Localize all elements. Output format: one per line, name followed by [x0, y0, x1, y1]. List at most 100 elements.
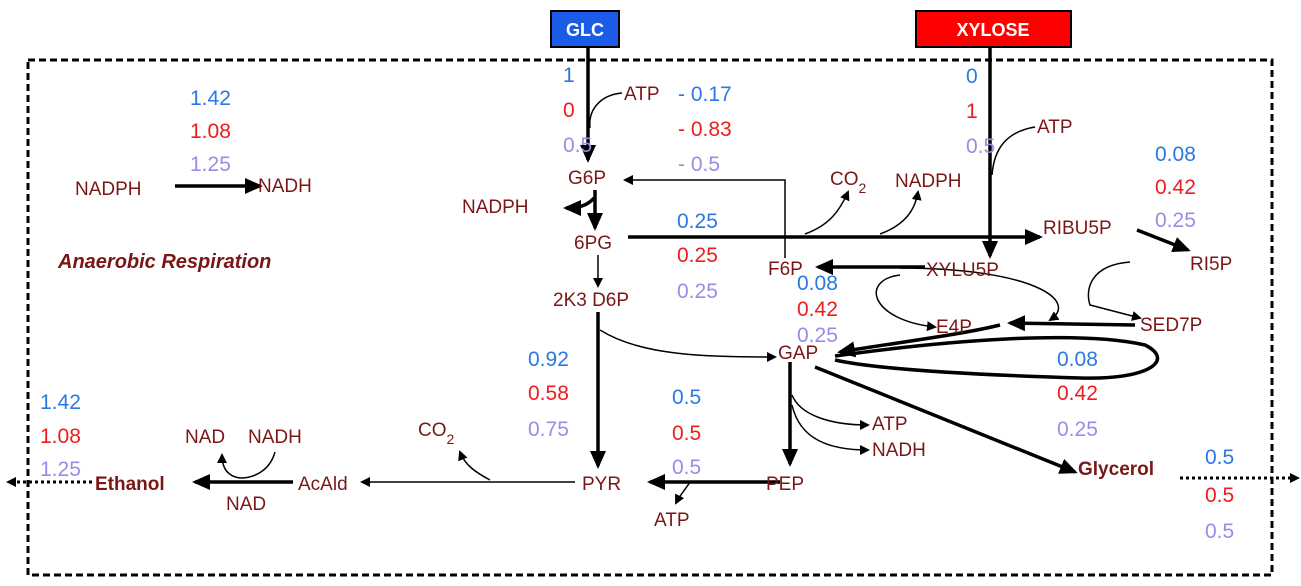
svg-text:1: 1 [563, 64, 575, 87]
6pg-label: 6PG [574, 233, 612, 254]
anaerobic-title: Anaerobic Respiration [57, 251, 271, 273]
kdp-label: 2K3 D6P [553, 290, 629, 311]
sed-gap-loop [834, 335, 1160, 380]
flux-f6p-gap: 0.08 0.42 0.25 [797, 272, 838, 347]
svg-text:0.25: 0.25 [1155, 209, 1196, 232]
co2-left-label: CO2 [418, 420, 455, 447]
co2-top-label: CO2 [830, 169, 867, 196]
nadph-left-label: NADPH [75, 179, 142, 200]
svg-text:0.25: 0.25 [1057, 418, 1098, 441]
g6p-label: G6P [568, 168, 606, 189]
svg-text:1.25: 1.25 [190, 153, 231, 176]
svg-text:0.5: 0.5 [672, 422, 701, 445]
ribu5p-label: RIBU5P [1043, 218, 1112, 239]
co2-top-curve [804, 190, 850, 235]
svg-text:0.5: 0.5 [1205, 484, 1234, 507]
flux-xyl-in: 0 1 0.5 [966, 65, 995, 158]
svg-text:0.08: 0.08 [797, 272, 838, 295]
xylu5p-label: XYLU5P [926, 260, 999, 281]
co2-left-curve [458, 450, 491, 481]
svg-text:0.25: 0.25 [797, 324, 838, 347]
nadh-label-2: NADH [248, 427, 302, 448]
atp-pyr-curve [675, 481, 691, 505]
atp-pyr-label: ATP [654, 510, 690, 531]
svg-text:0.75: 0.75 [528, 418, 569, 441]
svg-text:0.08: 0.08 [1155, 143, 1196, 166]
svg-text:1.42: 1.42 [190, 87, 231, 110]
flux-kdp-pyr: 0.92 0.58 0.75 [528, 348, 569, 441]
svg-text:0.42: 0.42 [1057, 382, 1098, 405]
glc-label: GLC [566, 20, 604, 40]
svg-text:0: 0 [563, 99, 575, 122]
e4p-loop [875, 274, 937, 332]
pep-label: PEP [766, 474, 804, 495]
svg-text:0.58: 0.58 [528, 382, 569, 405]
sed7p-label: SED7P [1140, 315, 1202, 336]
svg-text:0.25: 0.25 [677, 280, 718, 303]
kdp-gap-curve [599, 329, 777, 362]
svg-text:1.08: 1.08 [190, 120, 231, 143]
tk-loop-1 [899, 267, 1060, 322]
svg-text:1.42: 1.42 [40, 391, 81, 414]
svg-text:0.25: 0.25 [677, 244, 718, 267]
nadh-gap-curve [791, 404, 870, 455]
flux-f6p-g6p: - 0.17 - 0.83 - 0.5 [678, 83, 732, 176]
glycerol-label: Glycerol [1078, 459, 1154, 480]
flux-6pg-ribu5p: 0.25 0.25 0.25 [677, 210, 718, 303]
atp-gap-label: ATP [872, 414, 908, 435]
ri5p-label: RI5P [1190, 254, 1232, 275]
svg-text:0.5: 0.5 [1205, 446, 1234, 469]
atp-xyl-curve [991, 126, 1036, 176]
nad-label-1: NAD [185, 427, 225, 448]
svg-text:- 0.83: - 0.83 [678, 118, 732, 141]
svg-text:0.5: 0.5 [672, 386, 701, 409]
flux-glycerol-out: 0.5 0.5 0.5 [1205, 446, 1234, 543]
flux-ri5p: 0.08 0.42 0.25 [1155, 143, 1196, 232]
svg-text:1.08: 1.08 [40, 425, 81, 448]
atp-glc-label: ATP [624, 84, 660, 105]
nad-label-3: NAD [226, 494, 266, 515]
e4p-label: E4P [936, 317, 972, 338]
cell-boundary [26, 58, 1274, 577]
svg-text:- 0.5: - 0.5 [678, 153, 720, 176]
xylose-box [915, 10, 1072, 48]
e4p-gap-arrow [837, 323, 1001, 358]
gap-label: GAP [778, 343, 818, 364]
svg-text:0.08: 0.08 [1057, 348, 1098, 371]
atp-gap-curve [791, 394, 870, 430]
flux-ethanol-out: 1.42 1.08 1.25 [40, 391, 81, 481]
svg-text:0.5: 0.5 [672, 456, 701, 479]
nadh-gap-label: NADH [872, 440, 926, 461]
svg-text:0: 0 [966, 65, 978, 88]
tk-loop-2 [1087, 261, 1142, 321]
glc-box [550, 10, 620, 48]
ethanol-label: Ethanol [95, 474, 165, 495]
nadph-g6p-curve [563, 196, 596, 216]
flux-sed-gap: 0.08 0.42 0.25 [1057, 348, 1098, 441]
svg-text:0.5: 0.5 [563, 134, 592, 157]
xylose-label: XYLOSE [956, 20, 1029, 40]
ribu5p-ri5p-arrow [1136, 228, 1191, 252]
atp-xyl-label: ATP [1037, 117, 1073, 138]
nadph-top-curve [879, 190, 922, 235]
svg-text:0.42: 0.42 [797, 298, 838, 321]
svg-text:1.25: 1.25 [40, 458, 81, 481]
svg-text:0.5: 0.5 [1205, 520, 1234, 543]
flux-nadph-nadh: 1.42 1.08 1.25 [190, 87, 231, 176]
nadph-top-label: NADPH [895, 171, 962, 192]
pyr-label: PYR [582, 474, 621, 495]
atp-glc-curve [589, 92, 623, 129]
nadph-g6p-label: NADPH [462, 197, 529, 218]
sed-e4p-arrow [1007, 315, 1136, 332]
svg-text:0.42: 0.42 [1155, 176, 1196, 199]
flux-glc-in: 1 0 0.5 [563, 64, 592, 157]
nadh-left-label: NADH [258, 176, 312, 197]
gap-glycerol-arrow [814, 365, 1078, 474]
svg-text:- 0.17: - 0.17 [678, 83, 732, 106]
f6p-g6p-arrow [623, 175, 786, 258]
f6p-label: F6P [768, 259, 803, 280]
svg-text:0.25: 0.25 [677, 210, 718, 233]
flux-pep-pyr: 0.5 0.5 0.5 [672, 386, 701, 479]
